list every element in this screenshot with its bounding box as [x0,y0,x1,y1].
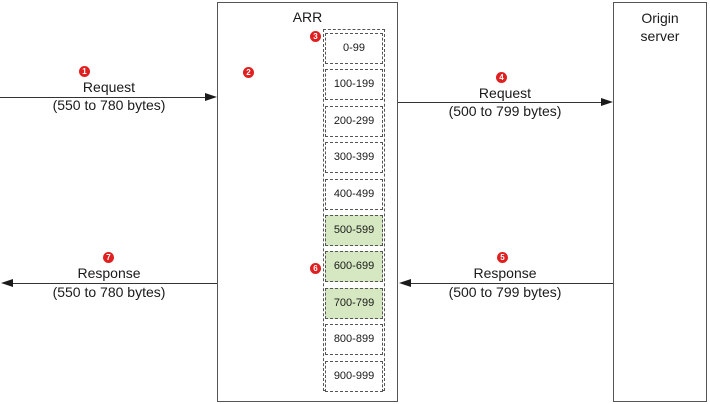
cache-range-100-199: 100-199 [325,69,383,100]
step-2-badge: 2 [243,67,254,78]
cache-range-400-499: 400-499 [325,179,383,210]
client-response-line [12,283,217,284]
cache-range-300-399: 300-399 [325,142,383,173]
client-request-line [0,97,206,98]
origin-title-line1: Origin [641,10,679,26]
origin-response-bytes: (500 to 799 bytes) [448,284,562,300]
origin-title-line2: server [640,28,680,44]
origin-response-line [410,283,613,284]
client-request-title: Request [82,79,136,95]
origin-response-title: Response [473,265,537,281]
step-4-badge: 4 [496,72,507,83]
origin-response-arrowhead [399,279,411,287]
arr-title: ARR [292,9,323,25]
cache-range-0-99: 0-99 [325,33,383,64]
origin-request-bytes: (500 to 799 bytes) [448,103,562,119]
cache-range-700-799: 700-799 [325,288,383,319]
step-3-badge: 3 [310,31,321,42]
cache-range-600-699: 600-699 [325,251,383,282]
step-1-badge: 1 [79,66,90,77]
step-6-badge: 6 [310,263,321,274]
step-7-badge: 7 [103,252,114,263]
client-response-title: Response [77,265,141,281]
client-request-arrowhead [205,93,217,101]
origin-request-title: Request [478,85,532,101]
origin-request-arrowhead [601,98,613,106]
client-response-bytes: (550 to 780 bytes) [52,284,166,300]
cache-range-500-599: 500-599 [325,215,383,246]
origin-server-box: Origin server [613,2,707,402]
client-request-bytes: (550 to 780 bytes) [52,97,166,113]
origin-request-line [398,102,602,103]
cache-range-200-299: 200-299 [325,106,383,137]
cache-range-900-999: 900-999 [325,361,383,392]
client-response-arrowhead [1,279,13,287]
cache-range-800-899: 800-899 [325,324,383,355]
step-5-badge: 5 [497,252,508,263]
